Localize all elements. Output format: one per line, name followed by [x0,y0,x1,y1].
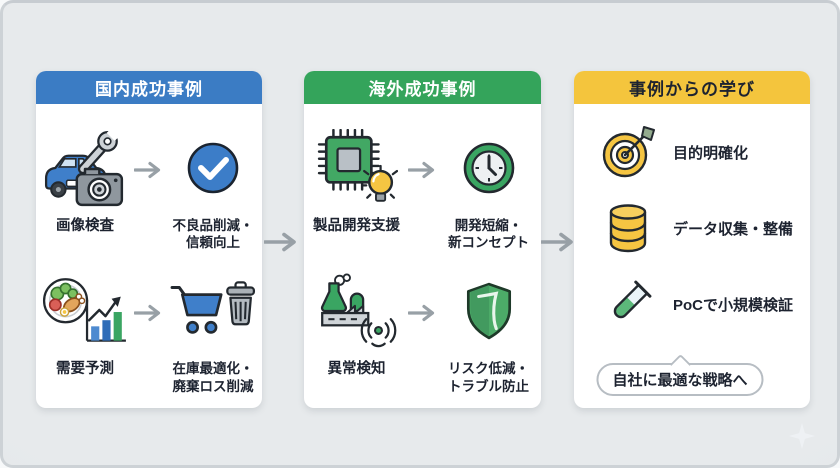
test-tube-icon [613,280,652,319]
arrow-right-icon [407,305,434,322]
panel-domestic-body: 画像検査 不良品削減・ [36,104,262,408]
case-source-label: 異常検知 [327,361,386,378]
learning-row-goal: 目的明確化 [598,114,810,190]
panel-learning: 事例からの学び 目的明確化 [574,71,810,408]
case-result-label: 不良品削減・ 信頼向上 [172,217,254,251]
learning-label: データ収集・整備 [673,220,794,238]
clock-icon [463,142,514,193]
learning-row-poc: PoCで小規模検証 [598,266,810,342]
panel-overseas: 海外成功事例 [304,71,541,408]
check-circle-icon [187,142,239,193]
case-source: 異常検知 [306,264,408,378]
learning-label: PoCで小規模検証 [673,296,794,314]
case-row-image-inspection: 画像検査 不良品削減・ [36,121,262,252]
case-source-label: 画像検査 [56,217,114,234]
sparkle-icon [789,423,815,449]
panel-learning-header: 事例からの学び [574,71,810,104]
arrow-right-icon [541,232,573,252]
case-result-label: 在庫最適化・ 廃棄ロス削減 [172,361,254,394]
arrow-right-icon [134,161,161,178]
strategy-callout: 自社に最適な戦略へ [596,363,764,396]
arrow-right-icon [407,161,434,178]
learning-label: 目的明確化 [673,144,749,162]
case-result-label: 開発短縮・ 新コンセプト [448,217,529,251]
case-source: 需要予測 [36,264,134,378]
panel-domestic: 国内成功事例 [36,71,262,408]
learning-row-data: データ収集・整備 [598,190,810,266]
case-row-anomaly-detection: 異常検知 [304,264,541,395]
chip-bulb-icon [317,128,398,202]
panel-learning-body: 目的明確化 データ収集・整備 [574,104,810,408]
case-result-label: リスク低減・ トラブル防止 [448,361,529,394]
demand-forecast-icon [42,278,126,343]
case-result: 開発短縮・ 新コンセプト [438,121,540,252]
case-result: 在庫最適化・ 廃棄ロス削減 [164,264,262,395]
shield-icon [466,283,511,340]
panel-overseas-header: 海外成功事例 [304,71,541,104]
case-row-product-development: 製品開発支援 [304,121,541,252]
case-source: 製品開発支援 [306,121,408,235]
case-source-label: 需要予測 [56,361,114,378]
car-inspection-icon [44,126,124,206]
factory-signal-icon [320,273,396,348]
panel-domestic-header: 国内成功事例 [36,71,262,104]
arrow-right-icon [264,232,296,252]
cart-trash-icon [170,281,256,335]
arrow-right-icon [134,305,161,322]
panel-overseas-body: 製品開発支援 [304,104,541,408]
database-icon [609,204,647,253]
case-source-label: 製品開発支援 [313,217,400,234]
target-dart-icon [602,126,655,178]
case-result: リスク低減・ トラブル防止 [438,264,540,395]
case-result: 不良品削減・ 信頼向上 [164,121,262,252]
case-row-demand-forecast: 需要予測 [36,264,262,395]
case-source: 画像検査 [36,121,134,235]
